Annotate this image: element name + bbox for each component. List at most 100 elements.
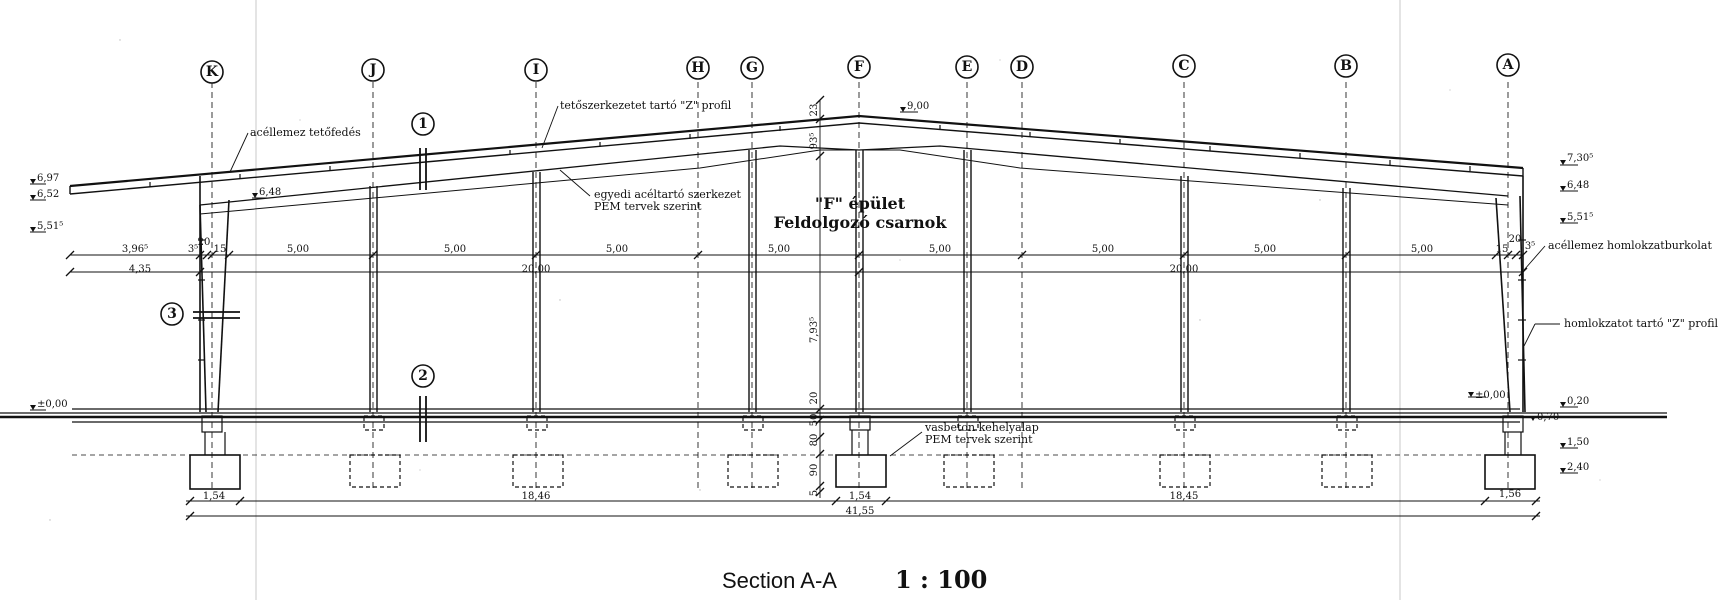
- svg-text:20,00: 20,00: [522, 264, 551, 275]
- detail-marker-1: 1: [411, 112, 435, 190]
- svg-text:±0,00: ±0,00: [1475, 390, 1506, 401]
- axis-bubble-k: K: [200, 60, 224, 84]
- detail-marker-3: 3: [160, 302, 240, 326]
- svg-text:C: C: [1178, 58, 1189, 74]
- svg-text:50: 50: [809, 414, 820, 427]
- level-markers-right: 7,30⁵ 6,48 5,51⁵ 0,20 0,70 1,50 2,40: [1530, 153, 1593, 474]
- columns: [199, 150, 1526, 413]
- building-subtitle: Feldolgozó csarnok: [774, 213, 948, 232]
- svg-text:5,00: 5,00: [287, 244, 309, 255]
- svg-text:20,00: 20,00: [1170, 264, 1199, 275]
- axis-bubble-c: C: [1172, 54, 1196, 78]
- roof-structure: [69, 114, 1524, 215]
- svg-text:5,51⁵: 5,51⁵: [37, 221, 63, 232]
- dimension-row-2: [65, 267, 1528, 277]
- dimension-bottom-2: [185, 511, 1541, 521]
- foundations: [189, 415, 1536, 490]
- svg-text:3: 3: [167, 306, 177, 322]
- section-caption: Section A-A: [722, 568, 837, 593]
- dimension-vertical-labels: 23 93⁵ 7,93⁵ 20 50 80 90 5: [809, 104, 820, 497]
- svg-text:23: 23: [809, 104, 820, 117]
- axis-bubbles: K J I H G F E D C B A: [200, 53, 1520, 84]
- note-roof-zprofile: tetőszerkezetet tartó "Z" profil: [560, 99, 732, 112]
- axis-bubble-i: I: [524, 58, 548, 82]
- svg-text:5,00: 5,00: [606, 244, 628, 255]
- svg-text:5,00: 5,00: [1254, 244, 1276, 255]
- svg-text:5,00: 5,00: [1411, 244, 1433, 255]
- svg-text:K: K: [206, 64, 219, 80]
- paper-texture: [49, 39, 1601, 521]
- svg-text:4,35: 4,35: [129, 264, 151, 275]
- axis-bubble-e: E: [955, 55, 979, 79]
- note-facade-cladding: acéllemez homlokzatburkolat: [1548, 239, 1712, 252]
- axis-bubble-b: B: [1334, 54, 1358, 78]
- svg-text:1: 1: [418, 116, 428, 132]
- level-markers-left: 6,97 6,52 5,51⁵ ±0,00: [30, 173, 68, 411]
- svg-text:18,46: 18,46: [522, 491, 551, 502]
- svg-text:5,51⁵: 5,51⁵: [1567, 212, 1593, 223]
- svg-text:9,00: 9,00: [907, 101, 929, 112]
- note-roof-cladding: acéllemez tetőfedés: [250, 126, 361, 139]
- level-markers-inner: 6,48 9,00 ±0,00: [252, 101, 1506, 401]
- svg-text:15: 15: [214, 244, 227, 255]
- svg-text:±0,00: ±0,00: [37, 399, 68, 410]
- svg-text:20: 20: [1509, 234, 1522, 245]
- svg-text:20: 20: [198, 237, 211, 248]
- axis-bubble-f: F: [847, 55, 871, 79]
- svg-text:H: H: [691, 60, 704, 76]
- dimension-row-1: [65, 250, 1528, 260]
- dimension-total-label: 41,55: [846, 506, 875, 517]
- note-facade-zprofile: homlokzatot tartó "Z" profil: [1564, 317, 1719, 330]
- svg-text:G: G: [746, 60, 758, 76]
- svg-text:15: 15: [1496, 244, 1509, 255]
- annotations: acéllemez tetőfedés tetőszerkezetet tart…: [229, 99, 1719, 457]
- note-steel-structure: egyedi acéltartó szerkezet: [594, 188, 742, 201]
- svg-text:I: I: [533, 62, 540, 78]
- dimension-bottom-1: [185, 496, 1541, 506]
- note-foundation-ref: PEM tervek szerint: [925, 433, 1033, 446]
- facade-zprofiles: [198, 239, 1526, 361]
- svg-text:5,00: 5,00: [444, 244, 466, 255]
- dimension-bottom-1-labels: 1,54 18,46 1,54 18,45 1,56: [203, 489, 1521, 502]
- svg-text:6,97: 6,97: [37, 173, 59, 184]
- svg-text:1,50: 1,50: [1567, 437, 1589, 448]
- svg-text:A: A: [1502, 57, 1515, 73]
- axis-bubble-d: D: [1010, 55, 1034, 79]
- svg-text:D: D: [1016, 59, 1028, 75]
- svg-text:5: 5: [809, 490, 820, 496]
- axis-bubble-g: G: [740, 56, 764, 80]
- note-foundation: vasbeton kehelyalap: [924, 421, 1039, 434]
- axis-bubble-a: A: [1496, 53, 1520, 77]
- svg-text:5,00: 5,00: [768, 244, 790, 255]
- svg-text:1,54: 1,54: [849, 491, 871, 502]
- svg-text:5,00: 5,00: [1092, 244, 1114, 255]
- svg-text:5,00: 5,00: [929, 244, 951, 255]
- svg-text:6,48: 6,48: [259, 187, 281, 198]
- svg-text:7,30⁵: 7,30⁵: [1567, 153, 1593, 164]
- svg-text:3⁵: 3⁵: [188, 244, 198, 255]
- svg-text:20: 20: [809, 392, 820, 405]
- dimension-vertical: [815, 95, 825, 498]
- axis-bubble-j: J: [361, 58, 385, 82]
- floor-slab: [0, 408, 1667, 456]
- svg-text:6,52: 6,52: [37, 189, 59, 200]
- svg-text:18,45: 18,45: [1170, 491, 1199, 502]
- axis-bubble-h: H: [686, 56, 710, 80]
- svg-text:J: J: [368, 62, 377, 78]
- svg-text:0,70: 0,70: [1537, 412, 1559, 423]
- dimension-row-2-labels: 4,35 20,00 20,00: [129, 264, 1198, 275]
- axis-grid-lines: [211, 82, 1509, 488]
- svg-text:B: B: [1340, 58, 1352, 74]
- svg-text:80: 80: [809, 434, 820, 447]
- svg-text:1,56: 1,56: [1499, 489, 1521, 500]
- svg-text:6,48: 6,48: [1567, 180, 1589, 191]
- svg-text:1,54: 1,54: [203, 491, 225, 502]
- scale-caption: 1 : 100: [895, 565, 987, 594]
- svg-text:3⁵: 3⁵: [1525, 241, 1535, 252]
- detail-marker-2: 2: [411, 364, 435, 442]
- svg-text:2: 2: [418, 368, 428, 384]
- svg-text:2,40: 2,40: [1567, 462, 1589, 473]
- note-steel-structure-ref: PEM tervek szerint: [594, 200, 702, 213]
- svg-text:7,93⁵: 7,93⁵: [809, 317, 820, 343]
